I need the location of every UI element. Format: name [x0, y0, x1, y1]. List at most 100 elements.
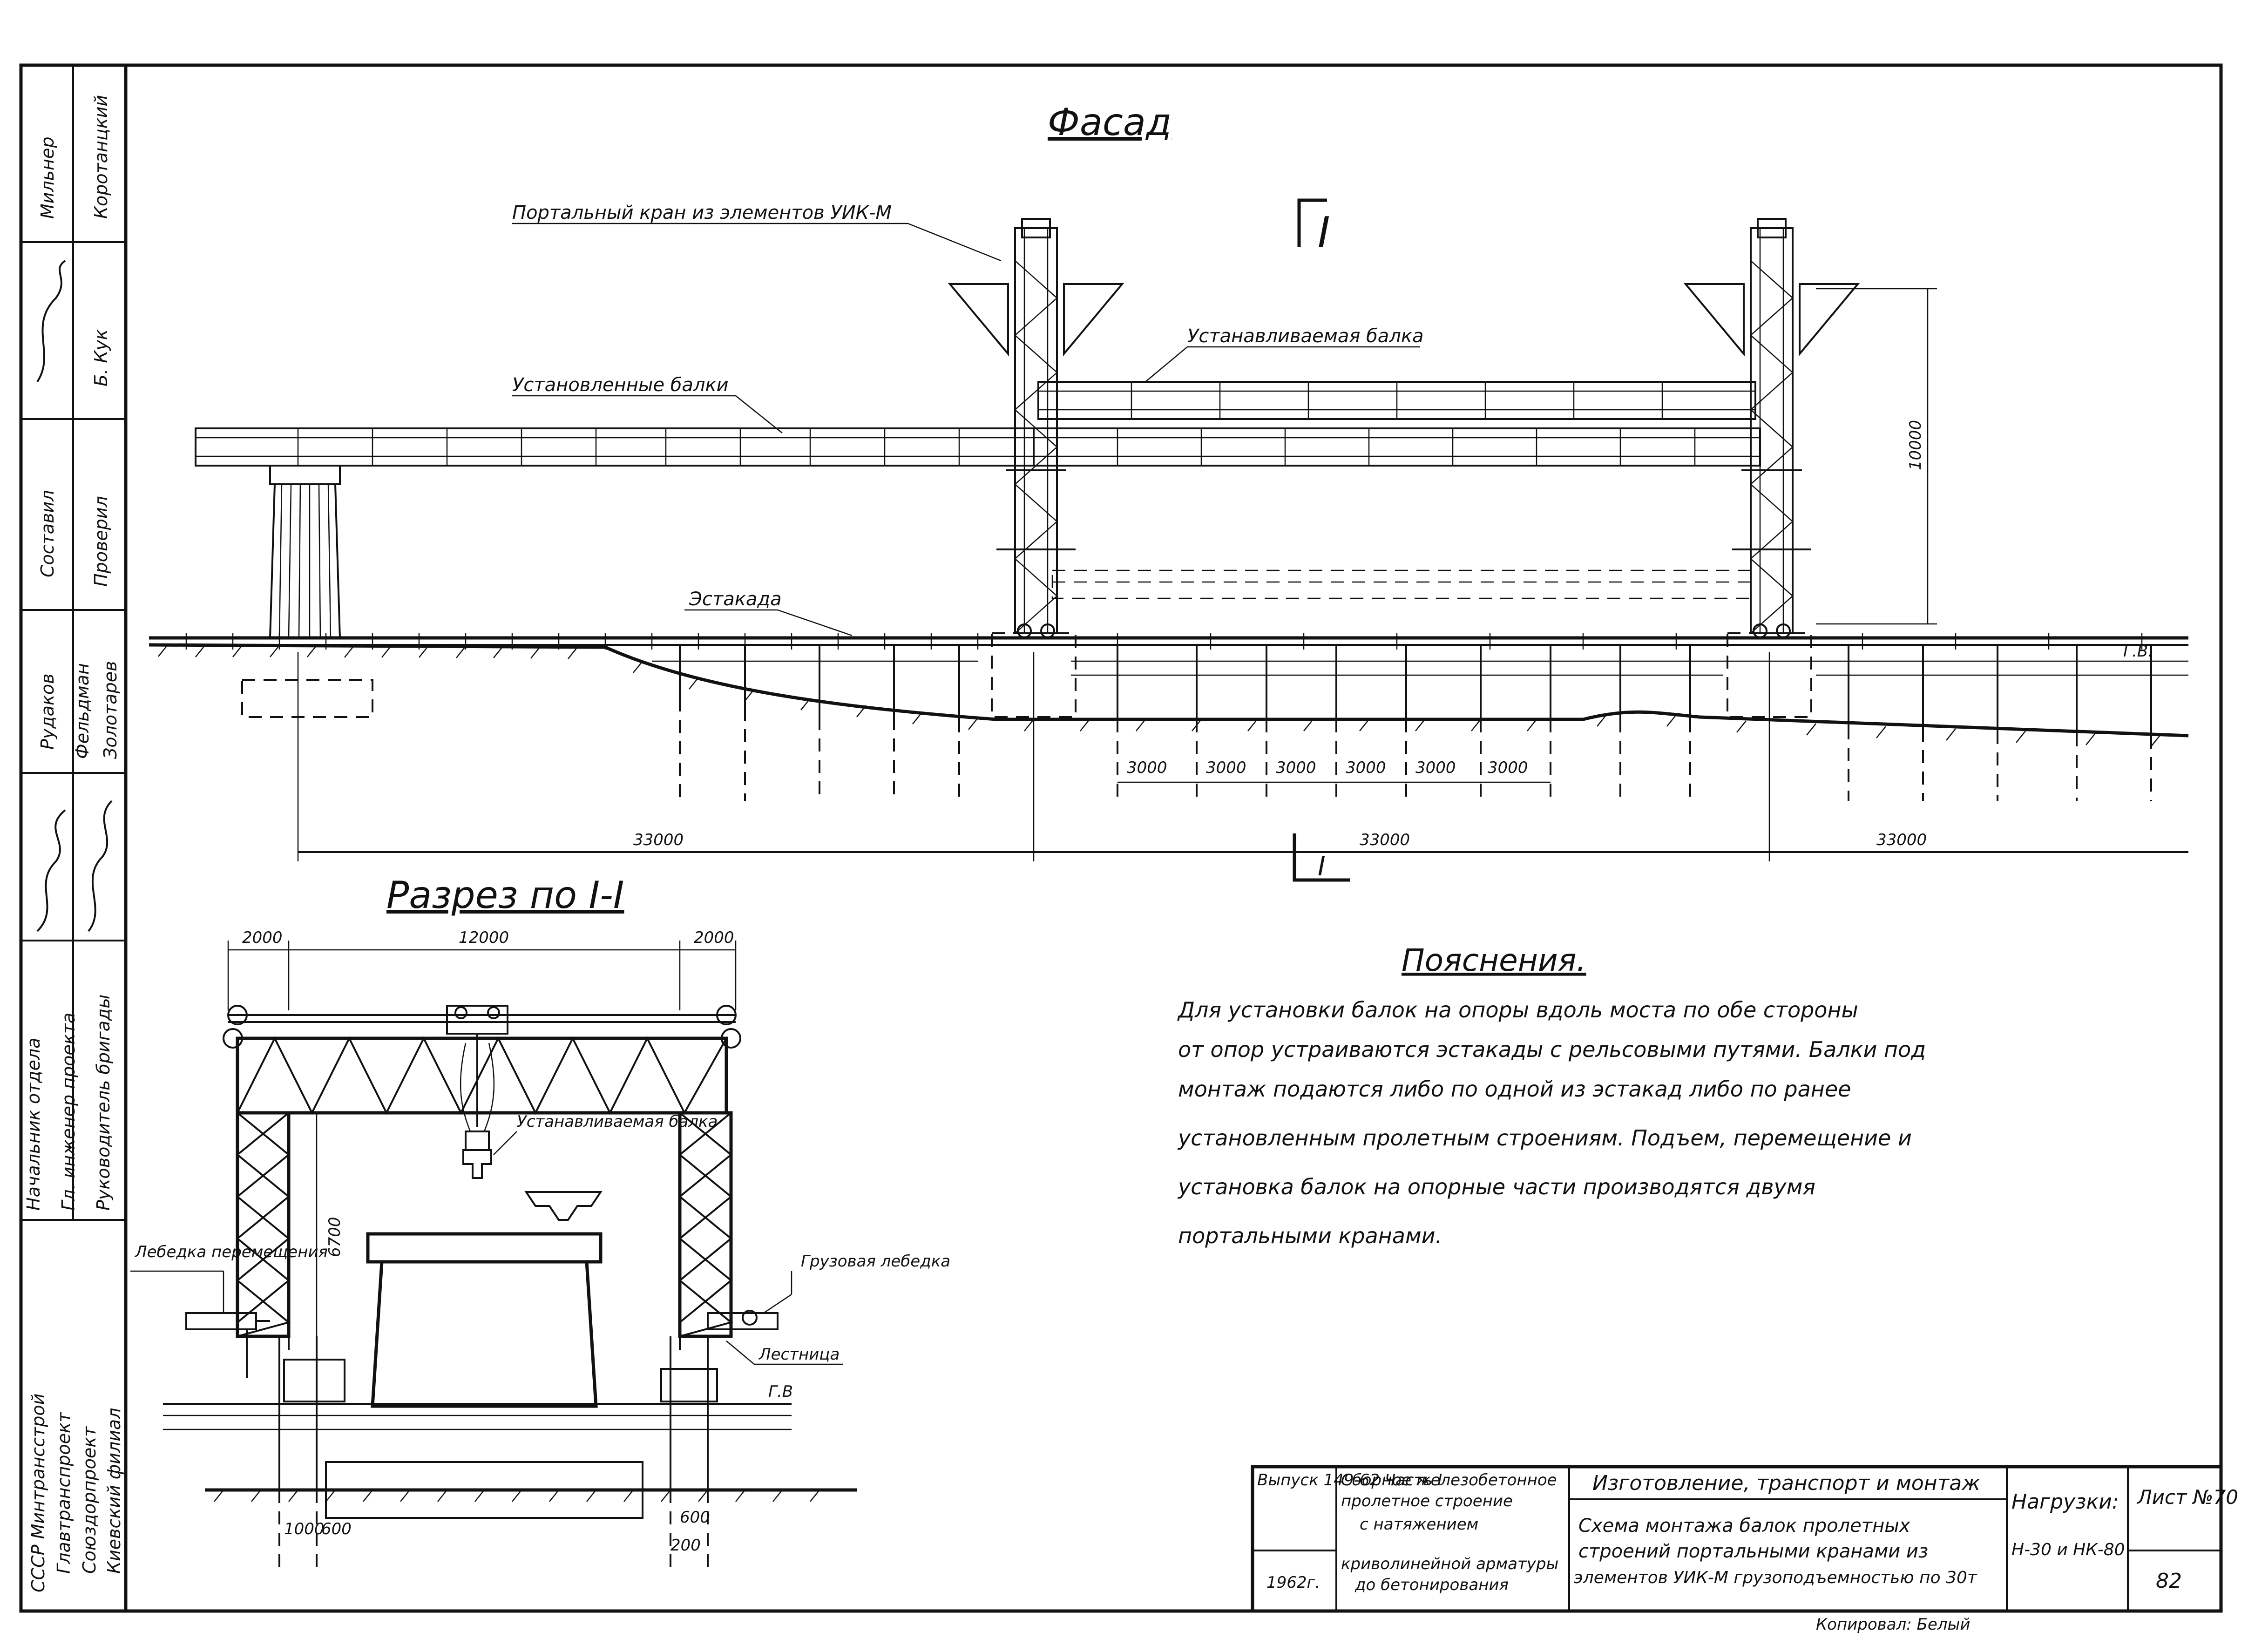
stamp-org-1: СССР Минтрансстрой: [28, 1394, 48, 1592]
tb-page: 82: [2156, 1569, 2182, 1593]
pile-dim-5: 3000: [1415, 758, 1456, 777]
portal-leg-left: [236, 1111, 291, 1338]
tb-structure-3: с натяжением: [1360, 1515, 1478, 1534]
notes-line-5: установка балок на опорные части произво…: [1177, 1174, 1815, 1199]
notes-line-3: монтаж подаются либо по одной из эстакад…: [1178, 1077, 1851, 1102]
sec-dim-mid: 12000: [459, 928, 509, 947]
label-section-beam: Устанавливаемая балка: [517, 1112, 718, 1131]
section-mark-bottom-label: I: [1318, 852, 1326, 882]
sec-dim-b1: 1000: [284, 1520, 325, 1538]
pile-dim-1: 3000: [1127, 758, 1167, 777]
notes-block: Пояснения. Для установки балок на опоры …: [1177, 942, 1926, 1248]
pile-dim-2: 3000: [1206, 758, 1246, 777]
pile-dims: 3000 3000 3000 3000 3000 3000: [1127, 758, 1528, 777]
stamp-org-3: Союздорпроект: [79, 1426, 100, 1574]
sec-dim-height: 6700: [325, 1217, 344, 1257]
tb-sheet-label: Лист №70: [2136, 1486, 2238, 1509]
tb-structure-1: Сборное железобетонное: [1341, 1471, 1557, 1490]
tb-copied: Копировал: Белый: [1816, 1615, 1970, 1634]
stamp-name-korotanckiy: Коротанцкий: [91, 95, 111, 219]
stamp-name-rudakov: Рудаков: [37, 673, 58, 750]
tb-scheme-3: элементов УИК-М грузоподъемностью по 30т: [1574, 1568, 1977, 1587]
tb-loads-label: Нагрузки:: [2011, 1490, 2119, 1514]
pile-dim-6: 3000: [1488, 758, 1528, 777]
notes-line-6: портальными кранами.: [1178, 1223, 1442, 1248]
label-installed-beams: Установленные балки: [512, 374, 729, 396]
sec-dim-right: 2000: [694, 928, 734, 947]
portal-crane-left: [948, 218, 1124, 718]
tb-scheme-1: Схема монтажа балок пролетных: [1578, 1515, 1910, 1537]
pier-body-section: [371, 1260, 598, 1408]
label-winch-cargo: Грузовая лебедка: [801, 1252, 950, 1271]
tb-section-name: Изготовление, транспорт и монтаж: [1592, 1471, 1980, 1495]
facade-title: Фасад: [1048, 101, 1172, 144]
placed-beam-section: [524, 1191, 603, 1221]
hook-beam-section: [462, 1149, 492, 1179]
section-mark-bottom: [1293, 833, 1350, 882]
sec-dim-b2: 600: [321, 1520, 352, 1538]
stamp-org-2: Главтранспроект: [54, 1411, 74, 1574]
installed-beam: [195, 427, 1035, 467]
left-pier-footing: [241, 679, 373, 718]
tb-structure-4: криволинейной арматуры: [1341, 1555, 1558, 1573]
stamp-role-chief-engineer: Гл. инженер проекта: [58, 1013, 79, 1211]
signature-scribble-3: [88, 800, 113, 932]
left-pier-cap: [269, 465, 341, 485]
height-dim-10000: 10000: [1906, 420, 1925, 470]
tb-issue: Выпуск 149-62 Часть I: [1257, 1471, 1442, 1490]
ground-line: [149, 643, 2189, 738]
stamp-name-milner: Мильнер: [37, 136, 58, 219]
section-mark-top-label: I: [1318, 208, 1330, 257]
tb-year: 1962г.: [1266, 1573, 1320, 1592]
water-lines: [652, 660, 2188, 676]
truck-right: [660, 1368, 718, 1402]
winch-cargo: [707, 1312, 779, 1330]
stamp-role-compiled: Составил: [37, 490, 58, 577]
tb-structure-5: до бетонирования: [1354, 1576, 1509, 1594]
ground-hatching: [158, 644, 2161, 747]
stamp-role-brigade: Руководитель бригады: [93, 995, 114, 1211]
sec-dim-b4: 200: [670, 1536, 701, 1555]
notes-line-2: от опор устраиваются эстакады с рельсовы…: [1178, 1037, 1926, 1062]
section-title: Разрез по I-I: [386, 873, 624, 917]
notes-line-1: Для установки балок на опоры вдоль моста…: [1177, 997, 1858, 1022]
section-mark-top: [1297, 198, 1327, 247]
label-crane: Портальный кран из элементов УИК-М: [512, 202, 892, 223]
portal-top-truss: [236, 1036, 728, 1115]
water-level-facade: Г.В.: [2123, 642, 2153, 661]
tb-scheme-2: строений портальными кранами из: [1578, 1541, 1928, 1562]
section-view: Разрез по I-I 2000 12000 2000 Устанавлив…: [130, 873, 950, 1574]
stamp-sign: Б. Кук: [91, 329, 111, 386]
estakada-ties: [185, 633, 2143, 650]
notes-line-4: установленным пролетным строениям. Подъе…: [1177, 1125, 1912, 1151]
installed-beam-right: [1033, 427, 1761, 467]
span-dim-3: 33000: [1876, 831, 1927, 849]
truck-left: [283, 1359, 345, 1402]
label-estakada: Эстакада: [689, 589, 782, 610]
beam-lowered-ghost: [1051, 569, 1752, 599]
portal-crane-right: [1683, 218, 1860, 718]
signature-scribble-1: [36, 260, 66, 383]
sec-dim-left: 2000: [242, 928, 283, 947]
water-level-section: Г.В: [768, 1382, 793, 1401]
facade-view: Фасад I Портальный кран из элементов УИК…: [149, 101, 2189, 882]
stamp-name-feldman: Фельдман: [72, 663, 93, 759]
stamp-name-zolotarev: Золотарев: [100, 661, 121, 759]
pile-dim-4: 3000: [1346, 758, 1386, 777]
pile-dim-3: 3000: [1276, 758, 1316, 777]
title-block: Выпуск 149-62 Часть I 1962г. Сборное жел…: [1251, 1465, 2238, 1634]
sec-dim-b3: 600: [680, 1508, 710, 1527]
pier-cap-section: [366, 1232, 603, 1264]
tb-loads-value: Н-30 и НК-80: [2011, 1540, 2125, 1559]
label-installing-beam: Устанавливаемая балка: [1187, 325, 1424, 347]
label-winch-move: Лебедка перемещения: [134, 1243, 328, 1261]
portal-leg-right: [678, 1111, 733, 1338]
stamp-org-4: Киевский филиал: [104, 1408, 124, 1574]
span-dim-1: 33000: [633, 831, 684, 849]
signature-scribble-2: [36, 809, 66, 932]
estakada-piles: [679, 645, 2152, 801]
label-ladder: Лестница: [758, 1345, 840, 1364]
ground-hatching-section: [214, 1490, 820, 1502]
